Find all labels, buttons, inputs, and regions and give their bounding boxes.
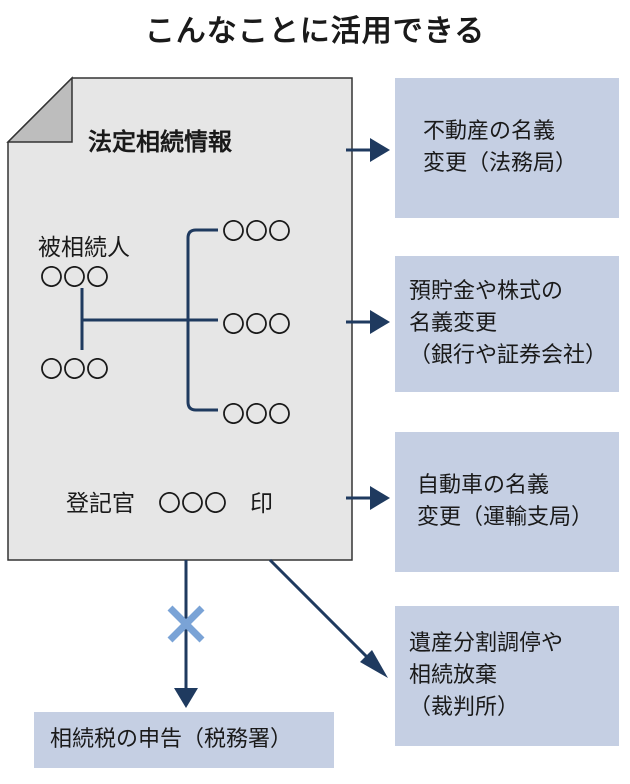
- not-usable-text-tax: 相続税の申告（税務署）: [50, 727, 293, 752]
- not-usable-box-tax: 相続税の申告（税務署）: [34, 712, 334, 768]
- use-text-court: 遺産分割調停や 相続放棄 （裁判所）: [409, 631, 564, 720]
- use-text-real-estate: 不動産の名義 変更（法務局）: [423, 119, 578, 176]
- deceased-label: 被相続人: [38, 235, 130, 261]
- registrar-seal-line: 登記官 〇〇〇 印: [66, 491, 273, 517]
- arrow-to-deposits: [346, 310, 390, 334]
- use-box-deposits-stocks: 預貯金や株式の 名義変更 （銀行や証券会社）: [395, 256, 619, 392]
- arrow-to-court: [268, 558, 388, 678]
- deceased-name: 〇〇〇: [40, 265, 109, 291]
- arrow-to-vehicle: [346, 486, 390, 510]
- spouse-name: 〇〇〇: [40, 357, 109, 383]
- arrow-to-real-estate: [346, 138, 390, 162]
- heir-name-2: 〇〇〇: [222, 312, 291, 338]
- use-box-vehicle: 自動車の名義 変更（運輸支局）: [395, 432, 619, 572]
- document-title: 法定相続情報: [88, 128, 232, 156]
- heir-name-3: 〇〇〇: [222, 402, 291, 428]
- use-box-real-estate: 不動産の名義 変更（法務局）: [395, 78, 619, 218]
- family-tree-lines: [80, 228, 218, 412]
- use-text-deposits-stocks: 預貯金や株式の 名義変更 （銀行や証券会社）: [409, 279, 608, 368]
- use-box-court: 遺産分割調停や 相続放棄 （裁判所）: [395, 606, 619, 746]
- use-text-vehicle: 自動車の名義 変更（運輸支局）: [417, 473, 594, 530]
- heir-name-1: 〇〇〇: [222, 219, 291, 245]
- not-usable-cross-icon: [167, 605, 205, 643]
- diagram-title: こんなことに活用できる: [144, 14, 486, 49]
- document-folded-corner: [6, 76, 73, 143]
